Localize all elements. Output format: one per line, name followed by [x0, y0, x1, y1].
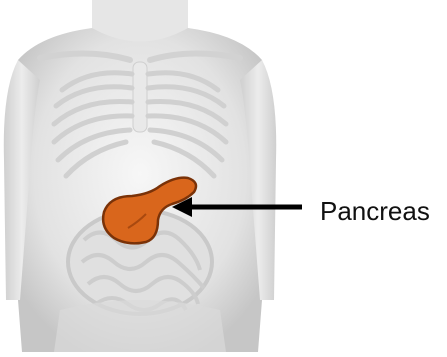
organ-label: Pancreas [320, 196, 430, 227]
sternum [133, 62, 147, 132]
pelvis [54, 300, 226, 352]
